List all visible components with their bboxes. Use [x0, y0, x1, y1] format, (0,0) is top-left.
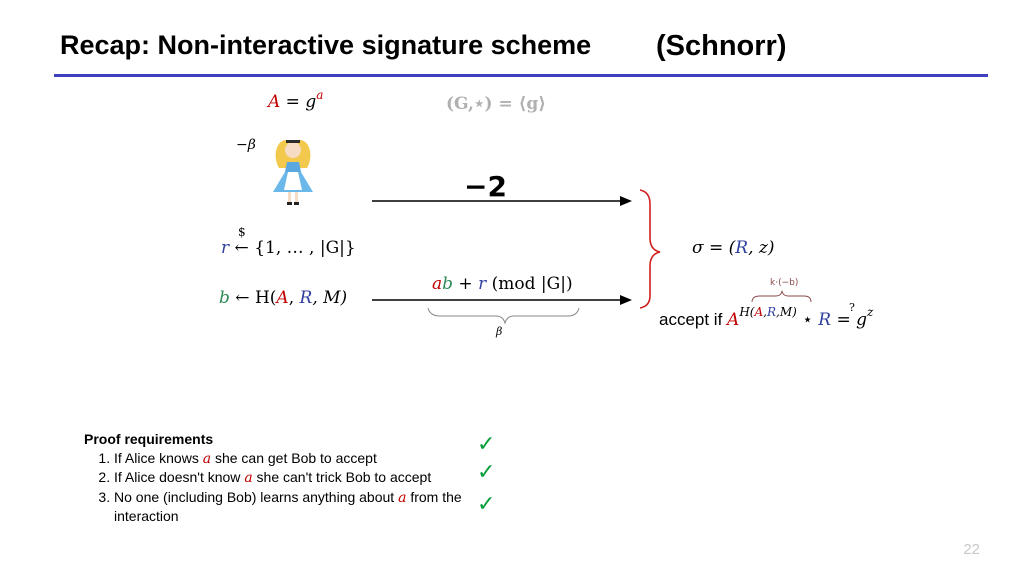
neg-beta-label: −β [236, 137, 256, 153]
exponent-brace [751, 290, 812, 303]
r-set: ← {1, … , |G|} [229, 238, 356, 258]
title-underline [54, 74, 988, 77]
check-icon-2: ✓ [477, 460, 496, 485]
exp-comma: , [763, 305, 767, 319]
public-key-equation: A = ga [268, 88, 323, 112]
item-3-var: a [398, 489, 407, 506]
accept-text: accept if [659, 310, 728, 329]
arrow-2-label: ab + r (mod |G|) [432, 274, 573, 294]
group-definition: (G,⋆) = ⟨g⟩ [446, 94, 547, 114]
item-2-post: she can't trick Bob to accept [252, 469, 432, 485]
b-tail: , M) [312, 288, 348, 308]
lbl-a: a [432, 274, 443, 294]
proof-item-3: No one (including Bob) learns anything a… [114, 488, 474, 526]
b-var-R: R [299, 288, 313, 308]
dollar-sign: $ [238, 225, 246, 239]
item-1-var: a [202, 450, 212, 467]
alice-figure [273, 140, 313, 205]
accept-A: A [727, 310, 740, 330]
item-2-pre: If Alice doesn't know [114, 469, 245, 485]
item-3-post: from the interaction [114, 488, 462, 525]
r-sampling: r ← {1, … , |G|} [221, 238, 356, 258]
accept-exponent: H(A,R,M) [739, 305, 797, 319]
b-hash: b ← H(A, R, M) [219, 288, 347, 308]
exp-tail: ,M) [776, 305, 797, 319]
exp-A: A [754, 305, 764, 319]
accept-exp-z: z [867, 305, 874, 319]
var-b: b [219, 288, 230, 308]
slide-title-suffix: (Schnorr) [656, 30, 787, 62]
arrow-2-head [620, 295, 632, 305]
check-icon-1: ✓ [477, 432, 496, 457]
proof-title: Proof requirements [84, 431, 214, 447]
b-comma: , [288, 288, 300, 308]
sigma-tail: , z) [748, 238, 775, 258]
item-2-var: a [244, 470, 253, 486]
var-r: r [221, 238, 230, 258]
accept-star: ⋆ [796, 310, 819, 330]
check-icon-3: ✓ [477, 492, 496, 517]
red-curly-brace [639, 189, 661, 309]
b-var-A: A [276, 288, 289, 308]
beta-brace [427, 307, 580, 325]
lbl-mod: (mod |G|) [486, 274, 573, 294]
page-number: 22 [963, 541, 980, 558]
proof-item-2: If Alice doesn't know a she can't trick … [114, 468, 474, 488]
lbl-plus: + [453, 274, 479, 294]
beta-label: β [496, 325, 503, 338]
lbl-r: r [478, 274, 487, 294]
arrow-1-head [620, 196, 632, 206]
arrow-1-label: −2 [464, 170, 507, 203]
lbl-b: b [442, 274, 454, 294]
var-A: A [268, 92, 281, 112]
exponent-annotation: k·(−b) [770, 278, 799, 288]
proof-requirements: Proof requirements If Alice knows a she … [84, 430, 474, 526]
accept-R: R [818, 310, 832, 330]
item-3-pre: No one (including Bob) learns anything a… [114, 488, 399, 505]
slide-title: Recap: Non-interactive signature scheme [60, 30, 592, 60]
item-1-post: she can get Bob to accept [211, 449, 377, 466]
question-mark: ? [849, 301, 855, 314]
accept-condition: accept if AH(A,R,M) ⋆ R = gz [659, 305, 873, 330]
exp-a: a [316, 88, 324, 102]
item-1-pre: If Alice knows [114, 449, 203, 466]
accept-eq: = g [831, 310, 868, 330]
sigma-R: R [735, 238, 749, 258]
proof-item-1: If Alice knows a she can get Bob to acce… [114, 449, 474, 469]
exp-R: R [766, 305, 777, 319]
proof-list: If Alice knows a she can get Bob to acce… [84, 449, 474, 526]
sigma-lhs: σ = ( [692, 238, 736, 258]
eq-g: = g [280, 92, 317, 112]
b-mid: ← H( [229, 288, 277, 308]
exp-H: H( [739, 305, 755, 319]
signature-def: σ = (R, z) [692, 238, 775, 258]
